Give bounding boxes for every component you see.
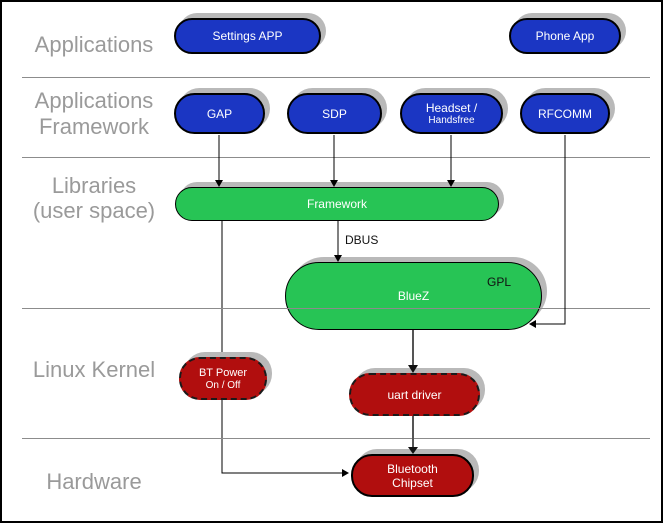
node-bluez-label: BlueZ [397, 289, 430, 303]
connector-framework-to-chipset [221, 221, 342, 474]
arrowhead-uart-to-chipset [408, 447, 418, 454]
arrowhead-sdp-to-framework [330, 180, 338, 187]
arrowhead-bluez-to-uart [408, 365, 418, 373]
node-bt-power-label: BT Power [198, 366, 248, 379]
gpl-badge: GPL [486, 275, 511, 289]
layer-label-applications-framework: Applications Framework [34, 88, 154, 139]
layer-divider-1 [22, 77, 650, 78]
node-framework: Framework [175, 187, 499, 221]
node-uart-driver-label: uart driver [387, 387, 442, 402]
node-bluetooth-chipset: Bluetooth Chipset [351, 454, 474, 497]
layer-label-linux-kernel: Linux Kernel [32, 357, 156, 382]
layer-divider-2 [22, 157, 650, 158]
node-sdp-label: SDP [322, 106, 347, 121]
node-headset-label: Headset / [425, 100, 478, 115]
node-bluez: GPL BlueZ [285, 262, 542, 330]
node-settings-app-label: Settings APP [212, 29, 283, 43]
arrowhead-headset-to-framework [447, 180, 455, 187]
node-bt-power-sublabel: On / Off [205, 379, 241, 391]
node-headset-handsfree: Headset / Handsfree [400, 93, 503, 134]
node-bluetooth-chipset-label: Bluetooth Chipset [387, 461, 438, 490]
node-bt-power: BT Power On / Off [179, 357, 267, 400]
node-phone-app-label: Phone App [535, 29, 595, 43]
node-gap: GAP [174, 93, 265, 134]
layer-label-libraries: Libraries (user space) [32, 173, 156, 223]
layer-divider-4 [22, 438, 650, 439]
dbus-label: DBUS [345, 233, 379, 247]
node-framework-label: Framework [306, 197, 367, 211]
arrowhead-framework-to-chipset [342, 469, 349, 477]
layer-divider-3 [22, 308, 650, 309]
node-headset-sublabel: Handsfree [428, 114, 475, 126]
node-settings-app: Settings APP [174, 18, 321, 54]
node-rfcomm: RFCOMM [520, 93, 610, 134]
node-phone-app: Phone App [509, 18, 621, 54]
node-gap-label: GAP [206, 106, 233, 121]
node-rfcomm-label: RFCOMM [538, 106, 592, 121]
arrowhead-gap-to-framework [215, 180, 223, 187]
layer-label-hardware: Hardware [46, 469, 142, 494]
node-sdp: SDP [287, 93, 382, 134]
node-uart-driver: uart driver [349, 373, 480, 416]
layer-label-applications: Applications [34, 32, 154, 57]
arrowhead-framework-to-bluez [334, 255, 342, 262]
